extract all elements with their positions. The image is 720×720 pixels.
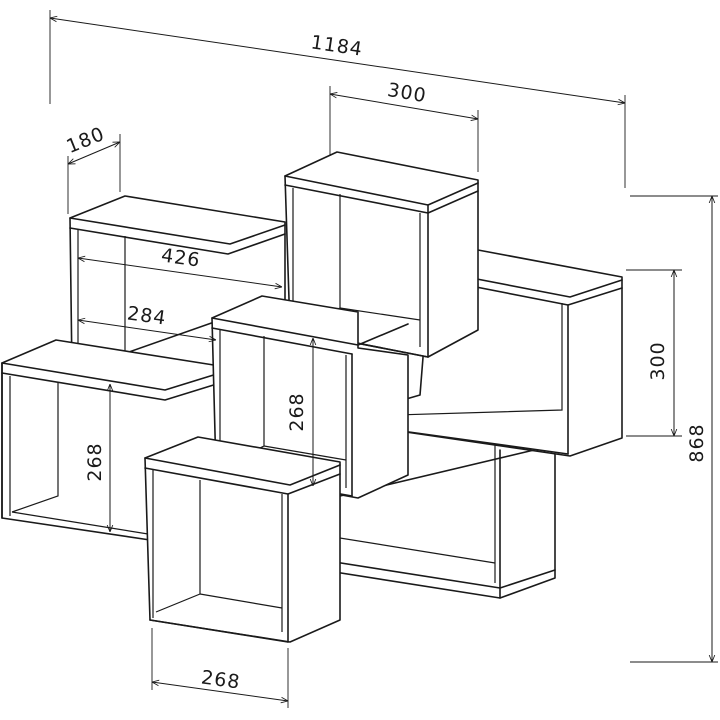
dim-overall-height: 868: [630, 195, 718, 663]
dim-right-box-height: 300: [626, 269, 682, 437]
dim-upper-shelf-width: 426: [78, 244, 282, 287]
dim-label-depth: 180: [63, 123, 108, 158]
dim-label-overall-height: 868: [686, 423, 708, 462]
dim-label-overall-width: 1184: [309, 31, 364, 60]
dim-label-left-box-height: 268: [84, 442, 106, 481]
dim-label-upper-shelf-width: 426: [160, 244, 202, 271]
dim-bottom-box-width: 268: [152, 628, 288, 708]
dim-label-center-box-height: 268: [286, 392, 308, 431]
dim-inner-shelf-width: 284: [78, 302, 216, 340]
dim-label-inner-shelf-width: 284: [126, 302, 168, 329]
dim-label-right-box-height: 300: [647, 341, 669, 380]
dim-label-bottom-box-width: 268: [200, 666, 242, 693]
shelf-unit: [1, 151, 623, 643]
dim-center-box-height: 268: [286, 338, 313, 486]
dim-depth: 180: [63, 123, 120, 214]
box-bottom: [144, 436, 341, 643]
dimensions: 1184 300 180 426 284: [50, 10, 718, 708]
dim-label-top-box-width: 300: [386, 79, 428, 107]
dim-left-box-height: 268: [84, 384, 110, 532]
